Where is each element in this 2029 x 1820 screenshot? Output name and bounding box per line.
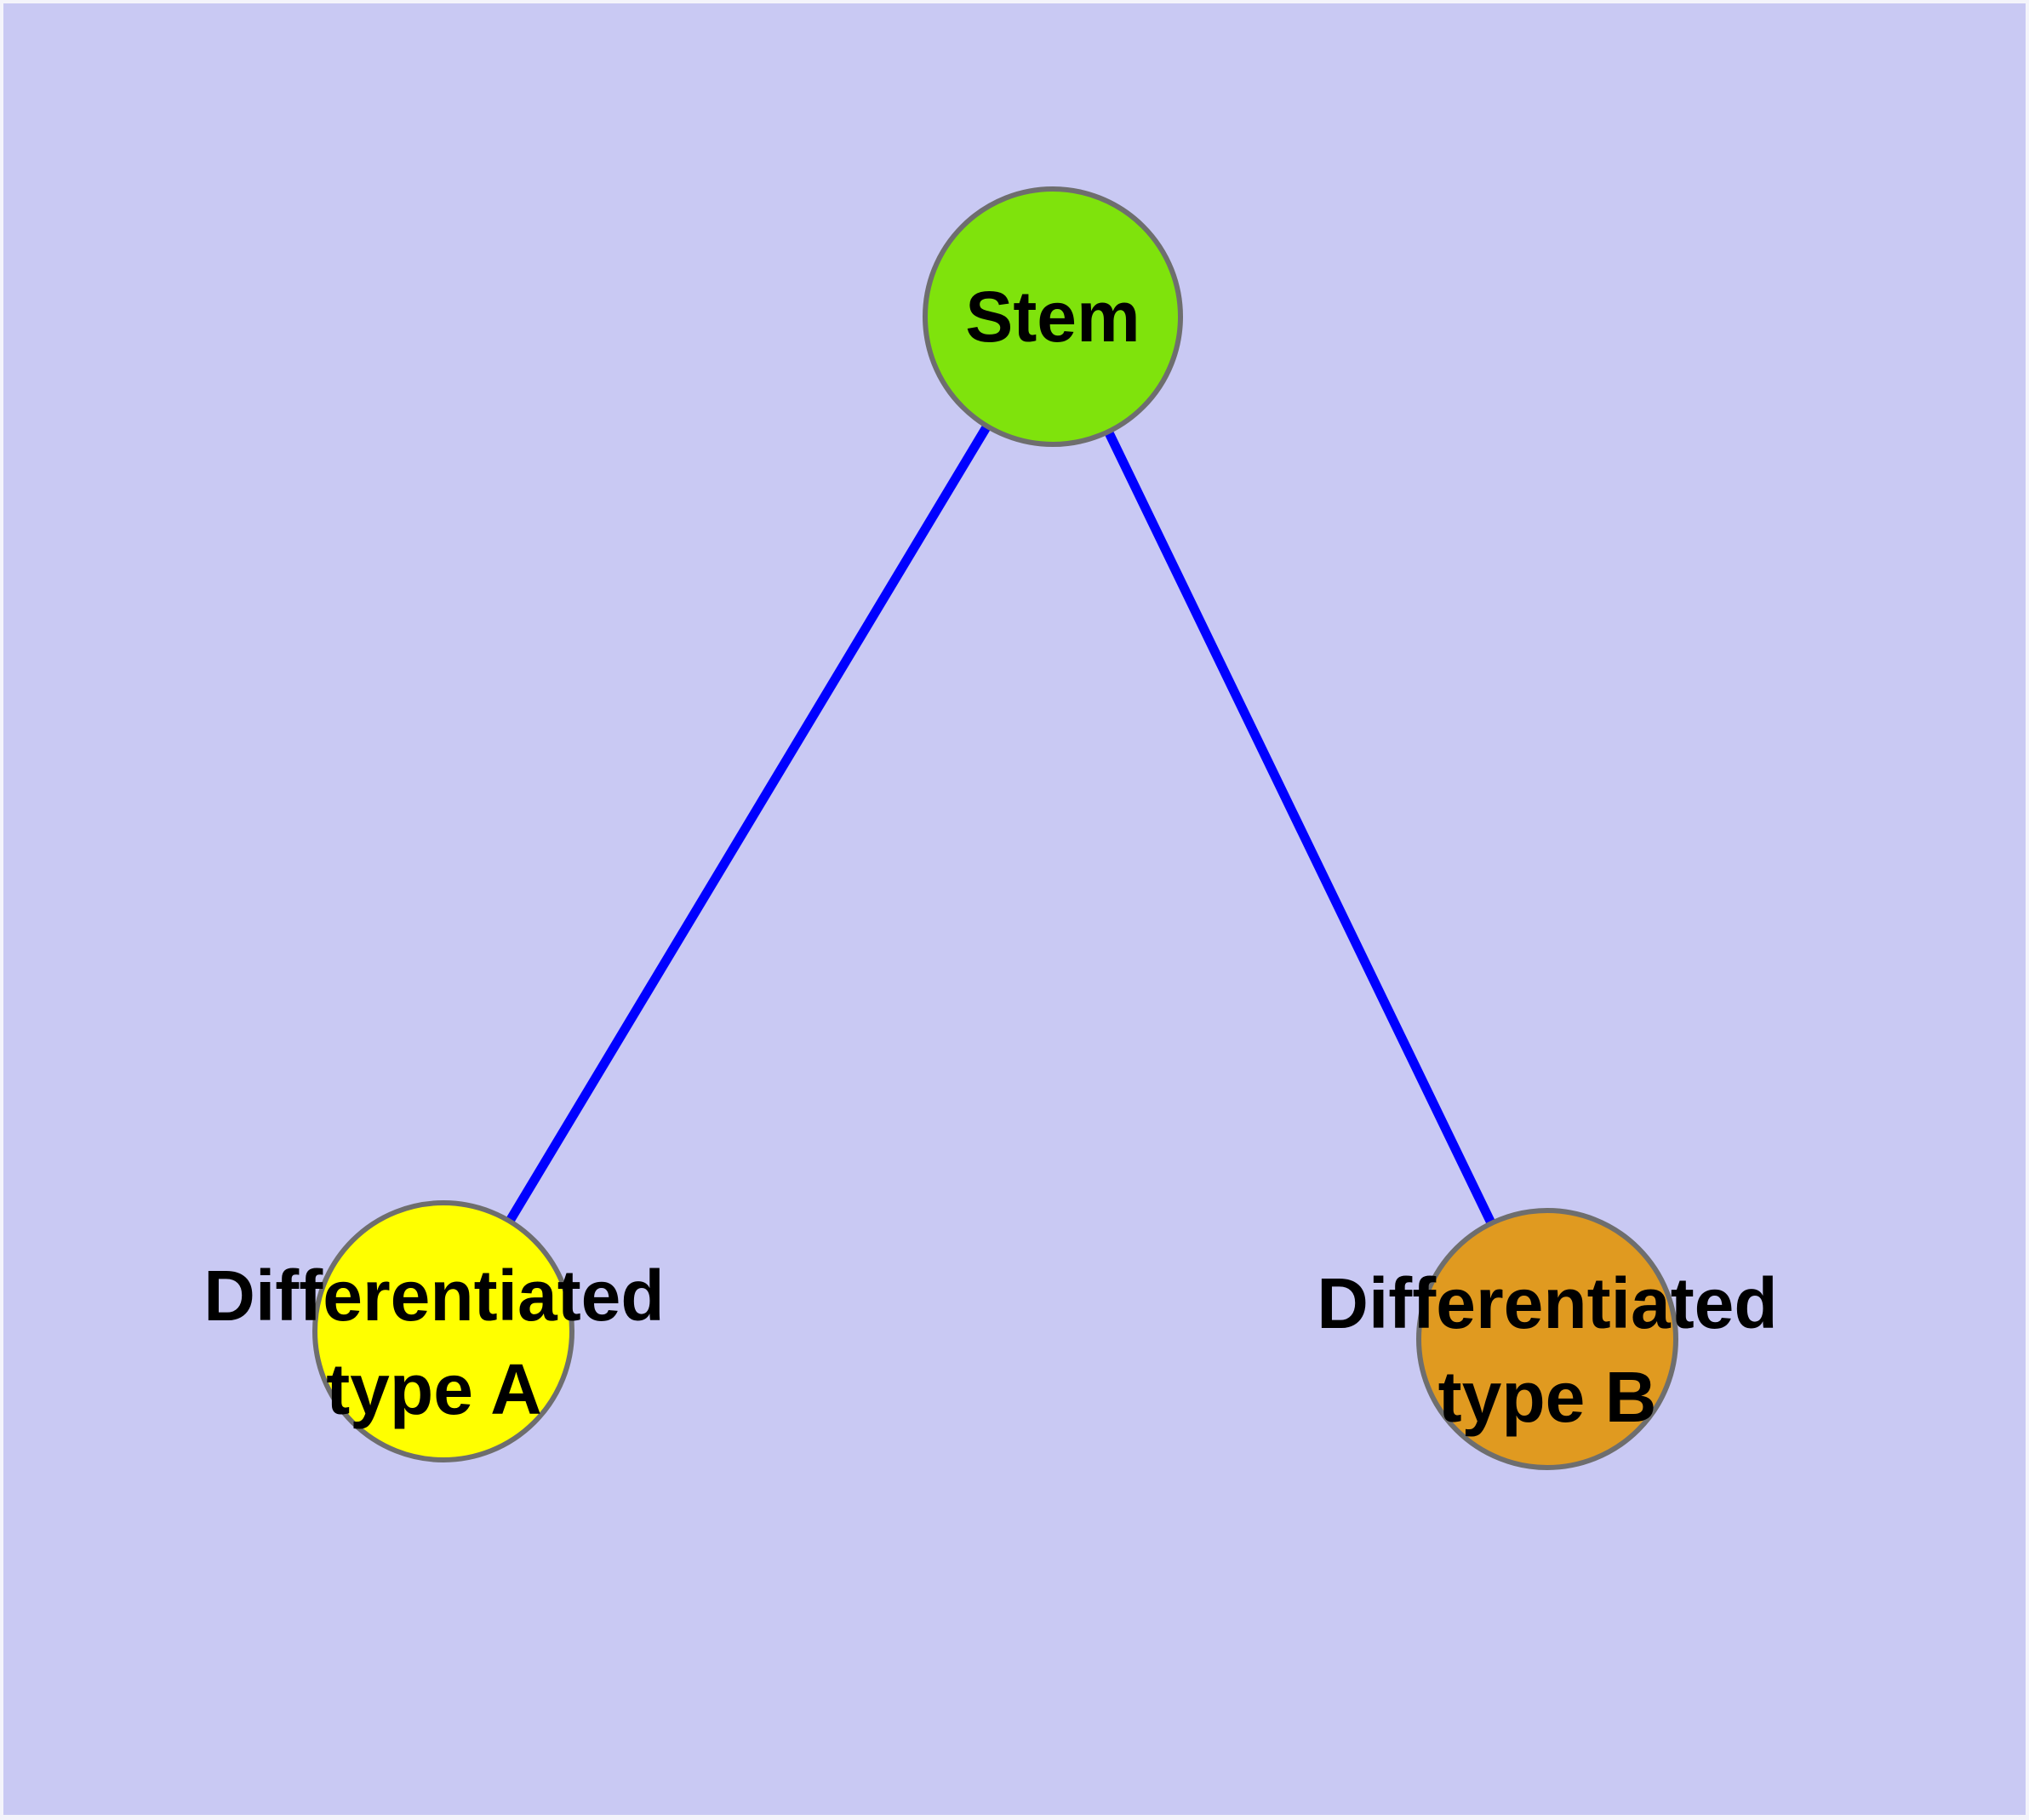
node-differentiated-type-b	[1416, 1208, 1678, 1470]
edge-stem-to-type-a	[439, 314, 1057, 1334]
node-stem	[923, 186, 1183, 447]
node-type-b-label-line1: Differentiated	[1317, 1263, 1777, 1343]
node-type-a-label-line2: type A	[326, 1349, 542, 1429]
node-type-b-label-line2: type B	[1438, 1357, 1657, 1437]
node-type-a-label-line1: Differentiated	[203, 1256, 664, 1336]
edge-stem-to-type-b	[1049, 314, 1552, 1342]
node-differentiated-type-a	[312, 1200, 574, 1462]
node-stem-label: Stem	[965, 277, 1140, 357]
